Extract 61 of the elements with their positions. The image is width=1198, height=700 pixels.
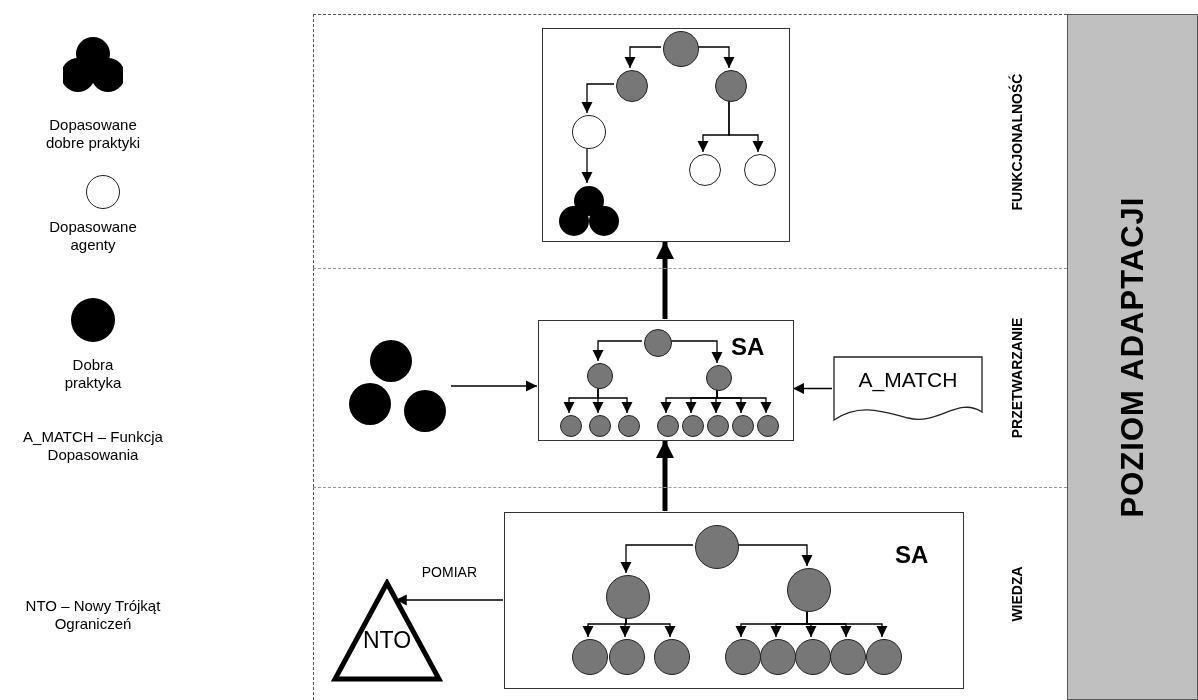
circle-node — [725, 639, 761, 675]
process-box — [504, 512, 964, 689]
circle-node — [707, 415, 729, 437]
process-box — [538, 320, 794, 441]
band-label: WIEDZA — [1009, 566, 1025, 622]
circle-node — [609, 639, 645, 675]
circle-node — [689, 154, 721, 186]
circle-node — [732, 415, 754, 437]
circle-node — [616, 70, 648, 102]
legend-text: NTO – Nowy Trójkąt Ograniczeń — [24, 597, 162, 633]
circle-node — [744, 154, 776, 186]
circle-node — [663, 31, 699, 67]
arrow — [597, 386, 633, 414]
circle-node — [682, 415, 704, 437]
circle-node — [587, 363, 613, 389]
bar-title: POZIOM ADAPTACJI — [1114, 196, 1151, 518]
legend-text: Dobra praktyka — [63, 356, 123, 392]
circle-node — [866, 639, 902, 675]
circle-node — [787, 568, 831, 612]
triangle-node — [331, 579, 443, 683]
circle-node — [657, 415, 679, 437]
arrow — [656, 241, 674, 319]
circle-node — [644, 329, 672, 357]
document-shape — [833, 356, 983, 423]
arrow — [656, 440, 674, 511]
circle-node — [830, 639, 866, 675]
document-label: A_MATCH — [857, 368, 959, 392]
side-bar — [1067, 14, 1198, 700]
circle-node — [572, 639, 608, 675]
circle-node — [654, 639, 690, 675]
triangle-label: NTO — [361, 627, 413, 654]
legend-text: A_MATCH – Funkcja Dopasowania — [22, 428, 164, 464]
circle-node — [795, 639, 831, 675]
circle-node — [760, 639, 796, 675]
circle-node — [757, 415, 779, 437]
arrow — [581, 83, 615, 114]
legend-text: Dopasowane dobre praktyki — [44, 116, 142, 152]
edge-label: POMIAR — [419, 564, 479, 580]
band-label: PRZETWARZANIE — [1009, 317, 1025, 439]
circle-node — [618, 415, 640, 437]
process-box — [542, 28, 790, 242]
circle-node — [706, 365, 732, 391]
band-label: FUNKCJONALNOŚĆ — [1009, 73, 1025, 210]
circle-node — [606, 575, 650, 619]
circle-node — [589, 415, 611, 437]
arrow — [450, 380, 538, 392]
arrow — [624, 46, 662, 69]
legend-text: Dopasowane agenty — [48, 218, 138, 254]
arrow — [592, 340, 643, 362]
circle-node — [715, 70, 747, 102]
band-panel — [313, 268, 1067, 487]
box-label: SA — [895, 541, 929, 569]
band-panel — [313, 487, 1067, 700]
circle-node — [572, 115, 606, 149]
circle-node — [560, 415, 582, 437]
band-panel — [313, 14, 1067, 268]
circle-cluster — [559, 185, 619, 237]
arrow — [620, 544, 694, 574]
box-label: SA — [731, 333, 765, 361]
arrow — [792, 383, 833, 394]
circle-node — [695, 525, 739, 569]
